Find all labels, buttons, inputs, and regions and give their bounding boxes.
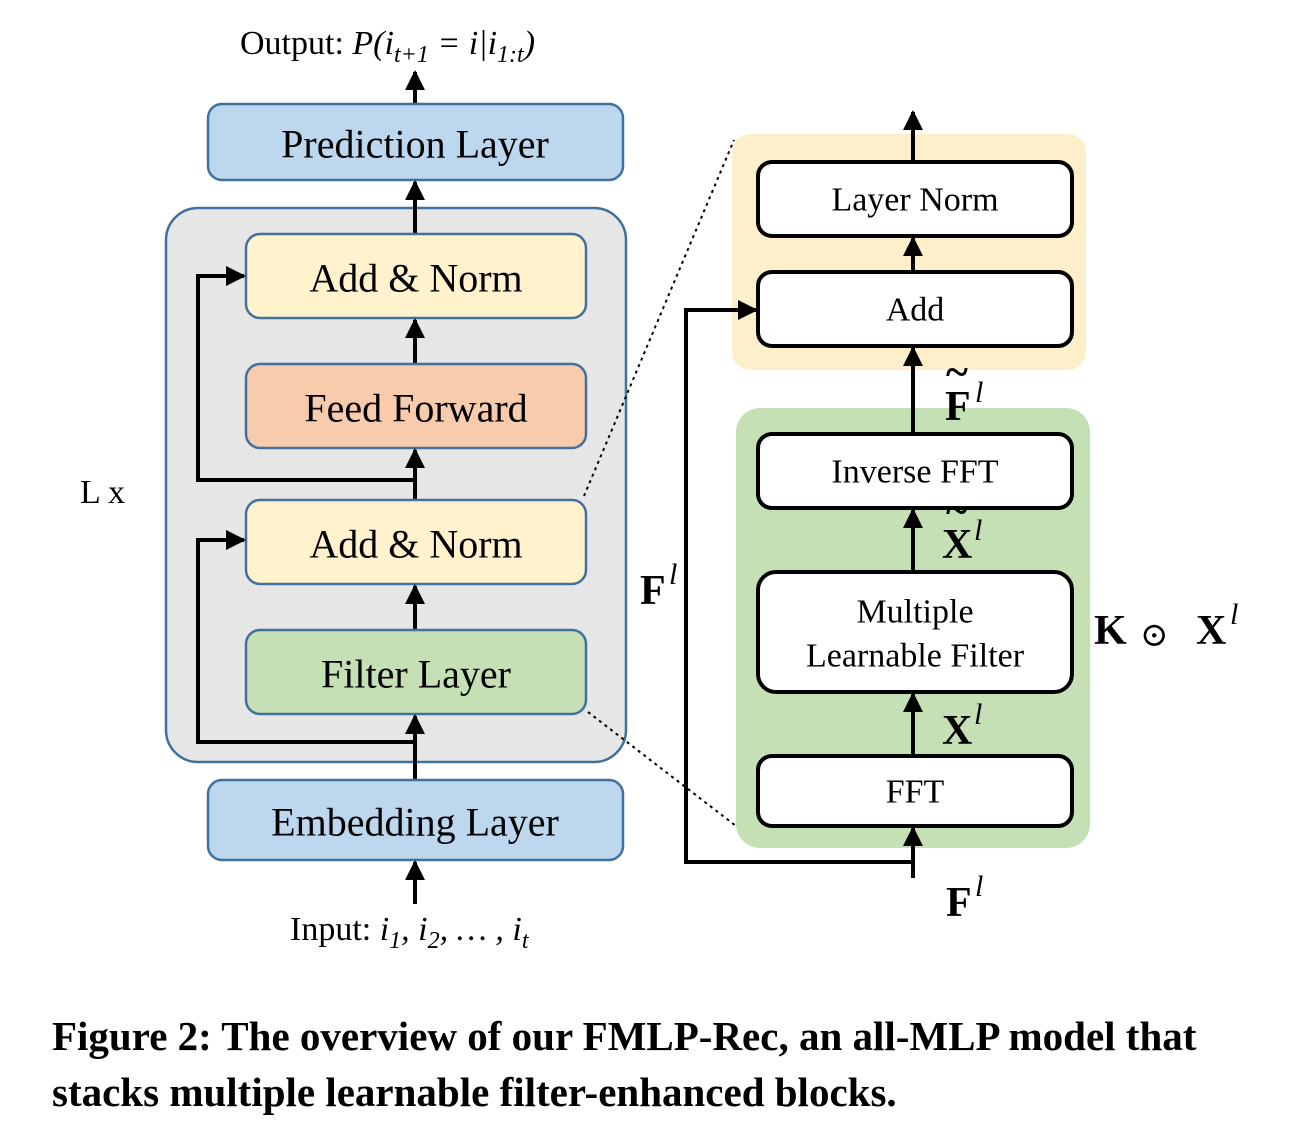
learnable-filter-line1: Multiple [856, 594, 973, 631]
k-hadamard-x-label: K ⊙ X l [1094, 598, 1238, 654]
prediction-layer-box: Prediction Layer [206, 102, 625, 182]
f-left-label: F l [640, 558, 677, 614]
feed-forward-box: Feed Forward [244, 362, 588, 450]
add-box: Add [756, 270, 1074, 348]
fmlp-rec-diagram: Output: P(it+1 = i|i1:t) Prediction Laye… [80, 25, 1238, 954]
fft-label: FFT [886, 774, 945, 811]
prediction-layer-label: Prediction Layer [281, 122, 549, 167]
svg-text:F: F [945, 384, 971, 430]
f-tilde-label: F ~ l [945, 350, 983, 430]
input-label: Input: i1, i2, … , it [290, 911, 530, 954]
svg-text:F: F [946, 880, 972, 926]
x-label: X l [942, 698, 982, 754]
embedding-layer-label: Embedding Layer [271, 800, 559, 845]
filter-layer-label: Filter Layer [321, 652, 511, 697]
add-norm-bottom-label: Add & Norm [309, 522, 522, 567]
svg-text:F: F [640, 568, 666, 614]
svg-text:~: ~ [946, 488, 968, 534]
layer-norm-label: Layer Norm [831, 182, 998, 219]
embedding-layer-box: Embedding Layer [206, 778, 625, 862]
x-tilde-label: X ~ l [942, 488, 982, 568]
learnable-filter-box: Multiple Learnable Filter [756, 570, 1074, 694]
svg-text:X: X [1196, 608, 1226, 654]
zoom-line-top [583, 139, 735, 497]
svg-text:l: l [974, 514, 982, 547]
add-norm-top-label: Add & Norm [309, 256, 522, 301]
add-norm-top-box: Add & Norm [244, 232, 588, 320]
learnable-filter-line2: Learnable Filter [806, 638, 1025, 675]
svg-text:l: l [669, 558, 677, 591]
residual-connection-top [196, 266, 415, 482]
repeat-label: L x [80, 474, 125, 511]
svg-text:l: l [975, 870, 983, 903]
filter-layer-box: Filter Layer [244, 628, 588, 716]
svg-text:l: l [974, 698, 982, 731]
svg-text:⊙: ⊙ [1140, 617, 1169, 654]
svg-text:l: l [975, 376, 983, 409]
svg-text:X: X [942, 522, 972, 568]
svg-text:X: X [942, 708, 972, 754]
svg-text:K: K [1094, 608, 1127, 654]
svg-text:l: l [1230, 598, 1238, 631]
inverse-fft-label: Inverse FFT [831, 454, 998, 491]
add-label: Add [886, 292, 945, 329]
f-bottom-label: F l [946, 870, 983, 926]
output-label: Output: P(it+1 = i|i1:t) [240, 25, 535, 68]
feed-forward-label: Feed Forward [304, 386, 527, 431]
inverse-fft-box: Inverse FFT [756, 432, 1074, 510]
svg-text:~: ~ [946, 350, 968, 396]
residual-connection-bottom [196, 530, 415, 744]
layer-norm-box: Layer Norm [756, 160, 1074, 238]
fft-box: FFT [756, 754, 1074, 828]
add-norm-bottom-box: Add & Norm [244, 498, 588, 586]
figure-caption: Figure 2: The overview of our FMLP-Rec, … [52, 1013, 1197, 1115]
zoom-line-bottom [587, 711, 737, 827]
residual-connection-right [684, 300, 913, 864]
repeated-block-region [164, 206, 628, 764]
